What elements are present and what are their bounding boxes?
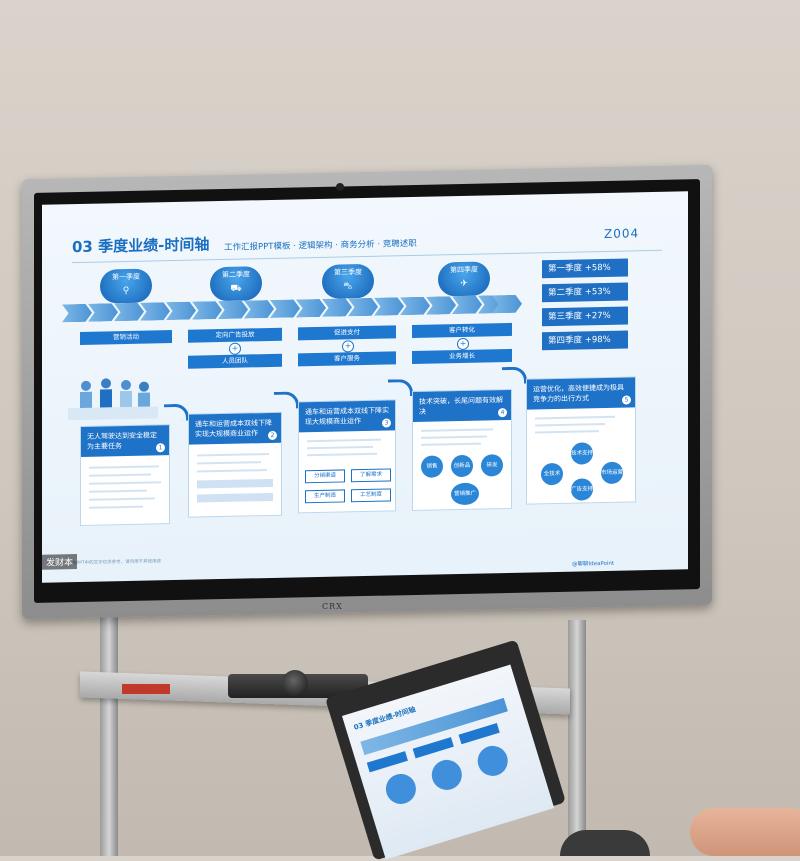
- curve-arrow-icon: [274, 391, 299, 409]
- plus-icon: +: [457, 337, 469, 351]
- hand: [690, 808, 800, 856]
- chip: 研发: [481, 454, 503, 477]
- chip: 营销推广: [451, 482, 479, 506]
- chip: 技术支持: [571, 442, 593, 465]
- quarter-node-4: 第四季度 ✈: [438, 261, 490, 297]
- flow-box-growth: 业务增长: [412, 348, 512, 365]
- stand-left-pole: [100, 610, 118, 856]
- slide-logo-text: @聊聊IdeaPoint: [572, 560, 615, 568]
- perf-box-q2: 第二季度 +53%: [542, 282, 628, 303]
- chip: 销售: [421, 455, 443, 478]
- scooter-icon: ⛟: [230, 283, 242, 294]
- chip: 全技术: [541, 462, 563, 486]
- quarter-node-3: 第三季度 ⛍: [322, 263, 374, 299]
- slide-title: 03 季度业绩-时间轴: [72, 235, 210, 257]
- chip: 创新品: [451, 454, 473, 478]
- flow-box-payment: 促进支付: [298, 325, 396, 341]
- stage-card-4: 技术突破，长尾问题有效解决 4 销售 创新品 研发 营销推广: [412, 388, 512, 512]
- stage-card-3: 通车和运营成本双线下降实现大规模商业运作 3 分销渠道 了解需求 生产制造 工艺…: [298, 399, 396, 514]
- flow-box-conversion: 客户转化: [412, 322, 512, 339]
- chip: 分销渠道: [305, 469, 345, 484]
- card-heading: 运营优化，高效便捷成为极具竞争力的出行方式: [527, 377, 635, 410]
- slide-code: Z004: [604, 226, 640, 241]
- team-illustration: [68, 378, 158, 421]
- perf-box-q1: 第一季度 +58%: [542, 258, 628, 279]
- flow-box-ads: 定向广告投放: [188, 327, 282, 343]
- webcam-icon: [336, 183, 344, 191]
- perf-box-q3: 第三季度 +27%: [542, 306, 628, 327]
- red-device: [122, 684, 170, 694]
- quarter-label: 第二季度: [222, 270, 250, 279]
- plus-icon: +: [342, 340, 354, 353]
- card-heading: 通车和运营成本双线下降实现大规模商业运作: [299, 400, 395, 433]
- card-heading: 通车和运营成本双线下降实现大规模商业运作: [189, 412, 281, 445]
- quarter-node-1: 第一季度 ⚲: [100, 268, 152, 304]
- card-heading: 无人驾驶达到安全稳定为主要任务: [81, 425, 169, 457]
- quarter-label: 第四季度: [450, 265, 478, 275]
- car-icon: ⛍: [343, 281, 353, 292]
- monitor-screen: 03 季度业绩-时间轴 工作汇报PPT模板 · 逻辑架构 · 商务分析 · 竞聘…: [42, 191, 688, 583]
- curve-arrow-icon: [164, 403, 189, 422]
- curve-arrow-icon: [502, 366, 527, 385]
- flow-box-team: 人员团队: [188, 353, 282, 369]
- stand-right-pole: [568, 620, 586, 856]
- quarter-node-2: 第二季度 ⛟: [210, 266, 262, 302]
- flow-box-service: 客户服务: [298, 351, 396, 367]
- curve-arrow-icon: [388, 378, 413, 397]
- chip: 广告支持: [571, 478, 593, 501]
- plus-icon: +: [229, 342, 241, 355]
- speaker-device: [560, 830, 650, 856]
- airplane-icon: ✈: [460, 278, 468, 290]
- stage-card-5: 运营优化，高效便捷成为极具竞争力的出行方式 5 技术支持 全技术 市场运营 广告…: [526, 376, 636, 505]
- stage-card-2: 通车和运营成本双线下降实现大规模商业运作 2: [188, 411, 282, 518]
- chip: 生产制造: [305, 489, 345, 504]
- card-heading: 技术突破，长尾问题有效解决: [413, 389, 511, 422]
- quarter-label: 第一季度: [112, 272, 140, 282]
- bicycle-icon: ⚲: [122, 285, 130, 297]
- flow-box-marketing: 营销活动: [80, 330, 172, 345]
- chip: 了解需求: [351, 468, 391, 483]
- perf-box-q4: 第四季度 +98%: [542, 330, 628, 351]
- chip: 市场运营: [601, 461, 623, 485]
- overlay-watermark: 发财本: [42, 554, 78, 570]
- slide-subtitle: 工作汇报PPT模板 · 逻辑架构 · 商务分析 · 竞聘述职: [224, 238, 417, 253]
- monitor-brand: CRX: [322, 602, 343, 611]
- chip: 工艺制度: [351, 488, 391, 503]
- quarter-label: 第三季度: [334, 268, 362, 277]
- stage-card-1: 无人驾驶达到安全稳定为主要任务 1: [80, 424, 170, 526]
- slide-footnote: 本PPT中的文字仅供参考，请勿用于其他用途: [72, 559, 162, 567]
- camera-lens-icon: [282, 670, 308, 696]
